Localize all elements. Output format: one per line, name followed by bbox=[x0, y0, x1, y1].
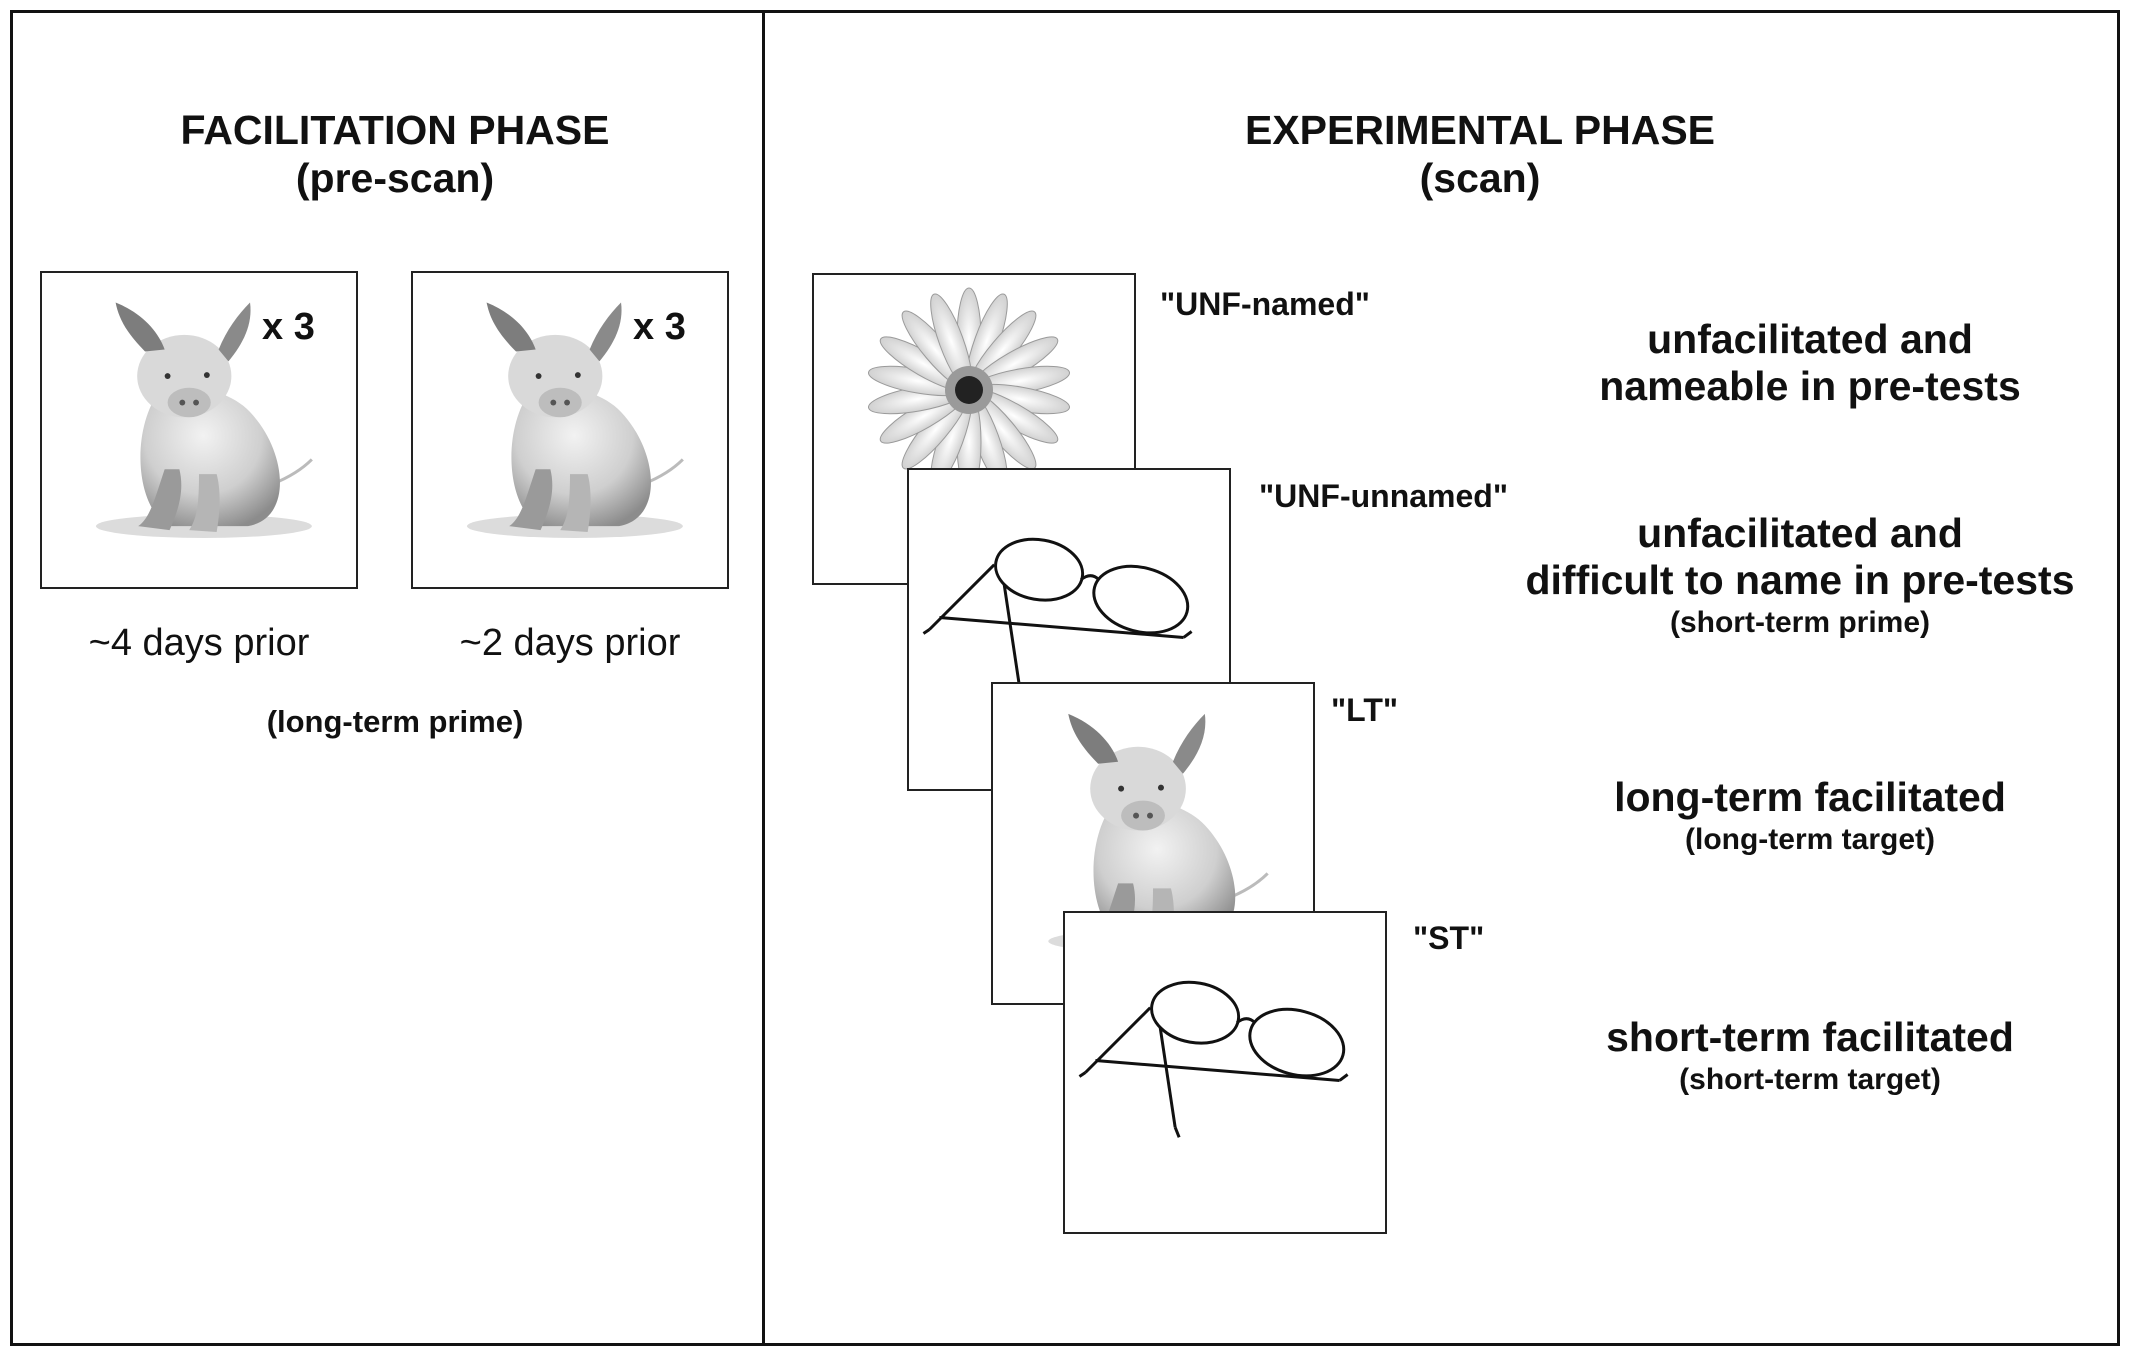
condition-code-st: "ST" bbox=[1413, 920, 1485, 956]
condition-desc-unf-named: unfacilitated and nameable in pre-tests bbox=[1520, 316, 2100, 410]
condition-code-lt: "LT" bbox=[1331, 692, 1399, 728]
condition-code-unf-named: "UNF-named" bbox=[1160, 286, 1370, 322]
long-term-prime-label: (long-term prime) bbox=[266, 704, 524, 739]
stimulus-card-glasses-2 bbox=[1063, 911, 1387, 1234]
facilitation-subtitle: (pre-scan) bbox=[295, 155, 495, 201]
experimental-title-text: EXPERIMENTAL PHASE bbox=[1244, 107, 1716, 153]
pig-image-box-2 bbox=[411, 271, 729, 589]
repeat-count-1: x 3 bbox=[262, 306, 315, 348]
condition-desc-note: (short-term prime) bbox=[1669, 606, 1931, 639]
glasses-icon bbox=[1065, 913, 1385, 1232]
condition-desc-line1: unfacilitated and bbox=[1637, 510, 1963, 556]
figure-frame bbox=[10, 10, 2120, 1346]
facilitation-title: FACILITATION PHASE (pre-scan) bbox=[130, 106, 660, 202]
pig-image-box-1 bbox=[40, 271, 358, 589]
condition-desc-line1: long-term facilitated bbox=[1614, 774, 2006, 820]
condition-desc-st: short-term facilitated (short-term targe… bbox=[1520, 1014, 2100, 1099]
condition-desc-unf-unnamed: unfacilitated and difficult to name in p… bbox=[1500, 510, 2100, 642]
condition-code-unf-unnamed: "UNF-unnamed" bbox=[1259, 478, 1508, 514]
condition-desc-lt: long-term facilitated (long-term target) bbox=[1520, 774, 2100, 859]
experimental-title: EXPERIMENTAL PHASE (scan) bbox=[1200, 106, 1760, 202]
condition-desc-line1: short-term facilitated bbox=[1606, 1014, 2014, 1060]
panel-divider bbox=[762, 10, 765, 1346]
condition-desc-line2: nameable in pre-tests bbox=[1599, 363, 2021, 409]
condition-desc-line2: difficult to name in pre-tests bbox=[1525, 557, 2075, 603]
time-label-1: ~4 days prior bbox=[88, 622, 310, 664]
facilitation-title-text: FACILITATION PHASE bbox=[180, 107, 610, 153]
experimental-subtitle: (scan) bbox=[1419, 155, 1541, 201]
time-label-2: ~2 days prior bbox=[459, 622, 681, 664]
condition-desc-line1: unfacilitated and bbox=[1647, 316, 1973, 362]
condition-desc-note: (short-term target) bbox=[1679, 1063, 1941, 1096]
repeat-count-2: x 3 bbox=[633, 306, 686, 348]
condition-desc-note: (long-term target) bbox=[1685, 823, 1935, 856]
